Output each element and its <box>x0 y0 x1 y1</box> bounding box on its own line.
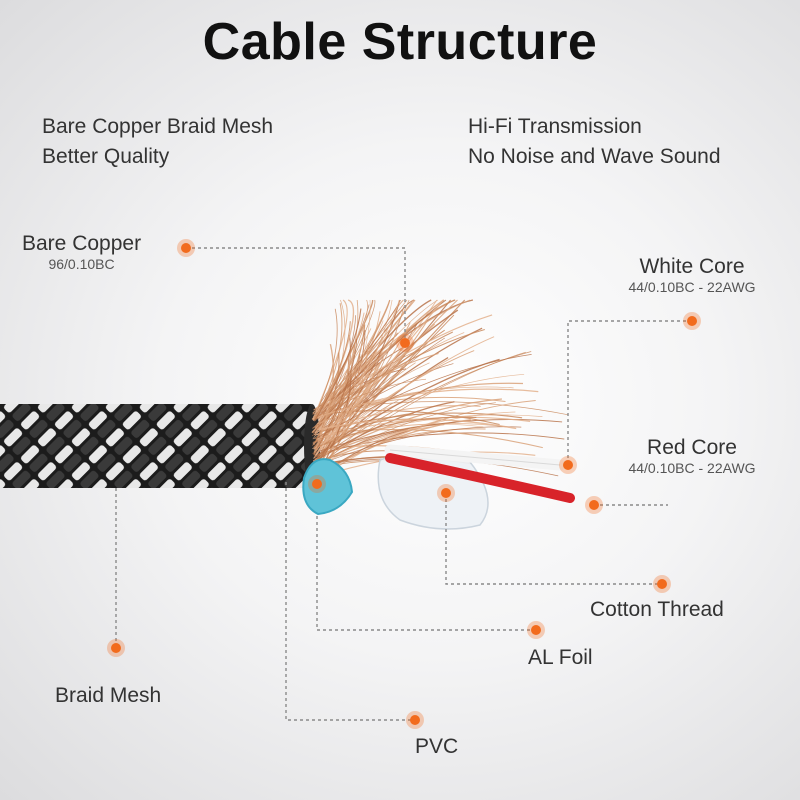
copper-strand <box>318 299 355 423</box>
copper-strand <box>318 416 477 447</box>
leader-cotton-thread <box>445 493 662 585</box>
copper-strand <box>319 299 391 423</box>
copper-strand <box>315 405 481 433</box>
bare-copper-label: Bare Copper <box>22 232 142 255</box>
leader-pvc <box>285 482 415 721</box>
copper-strand <box>312 299 348 420</box>
markers <box>107 239 701 729</box>
leader-lines <box>115 247 692 721</box>
copper-strand <box>314 354 532 440</box>
copper-strand <box>315 314 493 413</box>
copper-strand <box>312 419 563 454</box>
copper-strand <box>315 299 400 456</box>
marker-pvc <box>406 711 424 729</box>
marker-braid-mesh <box>107 639 125 657</box>
white-core <box>384 444 566 471</box>
copper-strand <box>311 299 416 420</box>
marker-white-core-end <box>683 312 701 330</box>
copper-strand <box>313 432 565 456</box>
copper-strand <box>318 336 495 451</box>
copper-strand <box>316 308 338 411</box>
copper-strand <box>315 329 485 419</box>
copper-strand <box>314 299 458 453</box>
copper-strand <box>312 299 371 481</box>
copper-strand <box>315 412 414 450</box>
copper-strand <box>317 411 516 466</box>
cotton-thread-label: Cotton Thread <box>590 598 724 621</box>
bare-copper-spec: 96/0.10BC <box>48 256 115 272</box>
label-white-core: White Core 44/0.10BC - 22AWG <box>612 255 772 295</box>
feature-hifi: Hi-Fi Transmission <box>468 115 642 138</box>
leader-bare-copper <box>186 247 406 343</box>
marker-red-core <box>585 496 603 514</box>
marker-al-foil <box>308 475 326 493</box>
pvc-jacket <box>302 458 354 516</box>
copper-strand <box>319 299 374 411</box>
copper-strand <box>319 299 368 430</box>
page-title: Cable Structure <box>202 13 598 71</box>
copper-strand <box>315 332 398 456</box>
white-core-spec: 44/0.10BC - 22AWG <box>628 279 756 295</box>
al-foil-label: AL Foil <box>528 646 593 669</box>
label-bare-copper: Bare Copper 96/0.10BC <box>22 232 141 272</box>
copper-strand <box>314 332 399 421</box>
copper-strand <box>313 321 351 420</box>
red-core-spec: 44/0.10BC - 22AWG <box>628 460 756 476</box>
copper-strand <box>313 338 358 455</box>
label-red-core: Red Core 44/0.10BC - 22AWG <box>612 436 772 476</box>
marker-al-foil-end <box>527 621 545 639</box>
feature-no-noise: No Noise and Wave Sound <box>468 145 721 168</box>
marker-copper-strands <box>396 334 414 352</box>
braid-mesh-label: Braid Mesh <box>55 684 162 707</box>
copper-strand <box>313 308 362 422</box>
copper-strand <box>317 418 517 431</box>
copper-strand <box>317 299 447 426</box>
copper-strand <box>313 320 428 471</box>
marker-cotton-thread <box>437 484 455 502</box>
pvc-label: PVC <box>415 735 459 758</box>
copper-strand <box>318 373 525 442</box>
feature-list-left: Bare Copper Braid Mesh Better Quality <box>42 112 273 172</box>
feature-braid-mesh: Bare Copper Braid Mesh <box>42 115 274 138</box>
white-core-label: White Core <box>639 255 745 278</box>
copper-strands <box>311 299 569 482</box>
red-core-label: Red Core <box>647 436 737 459</box>
braid-sheath <box>0 404 320 488</box>
red-core <box>385 453 575 503</box>
copper-strand <box>313 352 340 446</box>
leader-al-foil <box>316 516 536 631</box>
marker-cotton-thread-end <box>653 575 671 593</box>
copper-strand <box>313 386 514 420</box>
copper-strand <box>318 426 522 466</box>
feature-quality: Better Quality <box>42 145 170 168</box>
copper-strand <box>314 358 500 458</box>
marker-white-core <box>559 456 577 474</box>
feature-list-right: Hi-Fi Transmission No Noise and Wave Sou… <box>468 112 721 172</box>
copper-strand <box>313 343 335 453</box>
copper-strand <box>317 306 405 478</box>
marker-bare-copper <box>177 239 195 257</box>
copper-strand <box>318 402 496 465</box>
